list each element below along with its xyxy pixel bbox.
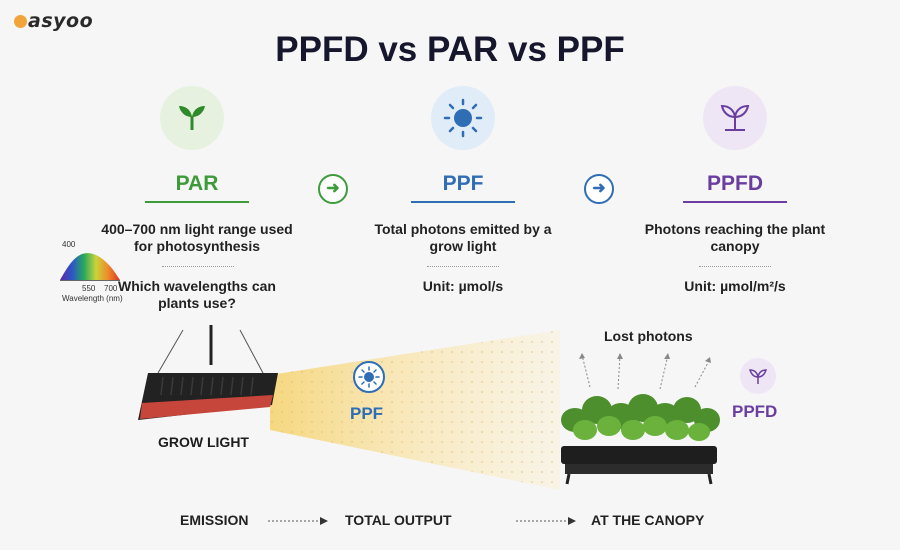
ppf-heading: PPF	[442, 172, 484, 195]
plant-icon	[720, 104, 750, 131]
grow-light-icon	[138, 325, 278, 420]
arrow-right-icon: ➜	[584, 174, 614, 204]
par-icon-circle	[160, 86, 224, 150]
ppfd-icon-circle	[703, 86, 767, 150]
total-output-label: TOTAL OUTPUT	[345, 512, 452, 528]
ppf-extra: Unit: µmol/s	[422, 278, 504, 294]
ppfd-divider	[699, 266, 771, 267]
par-divider	[162, 266, 234, 267]
plant-tray-icon	[561, 394, 720, 485]
dashed-arrow-icon	[268, 517, 328, 525]
plant-icon	[740, 358, 776, 394]
dashed-arrow-icon	[516, 517, 576, 525]
ppf-underline	[411, 201, 515, 203]
par-description: 400–700 nm light range used for photosyn…	[101, 221, 293, 254]
spectrum-right-label: 700	[104, 284, 118, 293]
sun-icon	[443, 98, 483, 138]
lost-photons-label: Lost photons	[604, 328, 693, 344]
lost-photons-arrows	[579, 353, 711, 390]
spectrum-curve	[60, 253, 120, 281]
emission-label: EMISSION	[180, 512, 249, 528]
at-canopy-label: AT THE CANOPY	[591, 512, 705, 528]
spectrum-top-label: 400	[62, 240, 76, 249]
ppf-description: Total photons emitted by a grow light	[374, 221, 552, 254]
sun-logo-icon	[14, 15, 27, 28]
ppfd-description: Photons reaching the plant canopy	[644, 221, 826, 254]
ppfd-underline	[683, 201, 787, 203]
sun-icon	[353, 361, 385, 393]
spectrum-mid-label: 550	[82, 284, 96, 293]
par-extra: Which wavelengths can plants use?	[118, 278, 276, 311]
brand-logo: asyoo	[14, 10, 93, 32]
sprout-icon	[179, 106, 205, 130]
light-beam	[270, 330, 560, 490]
ppfd-heading: PPFD	[706, 172, 763, 195]
ppf-icon-circle	[431, 86, 495, 150]
grow-light-label: GROW LIGHT	[158, 434, 249, 450]
ppfd-scene-label: PPFD	[732, 402, 778, 421]
spectrum-axis-label: Wavelength (nm)	[62, 294, 123, 303]
par-underline	[145, 201, 249, 203]
ppf-divider	[427, 266, 499, 267]
arrow-right-icon: ➜	[318, 174, 348, 204]
ppf-scene-label: PPF	[350, 404, 384, 423]
par-heading: PAR	[175, 172, 219, 195]
ppfd-extra: Unit: µmol/m²/s	[684, 278, 786, 294]
page-title: PPFD vs PAR vs PPF	[275, 30, 625, 69]
